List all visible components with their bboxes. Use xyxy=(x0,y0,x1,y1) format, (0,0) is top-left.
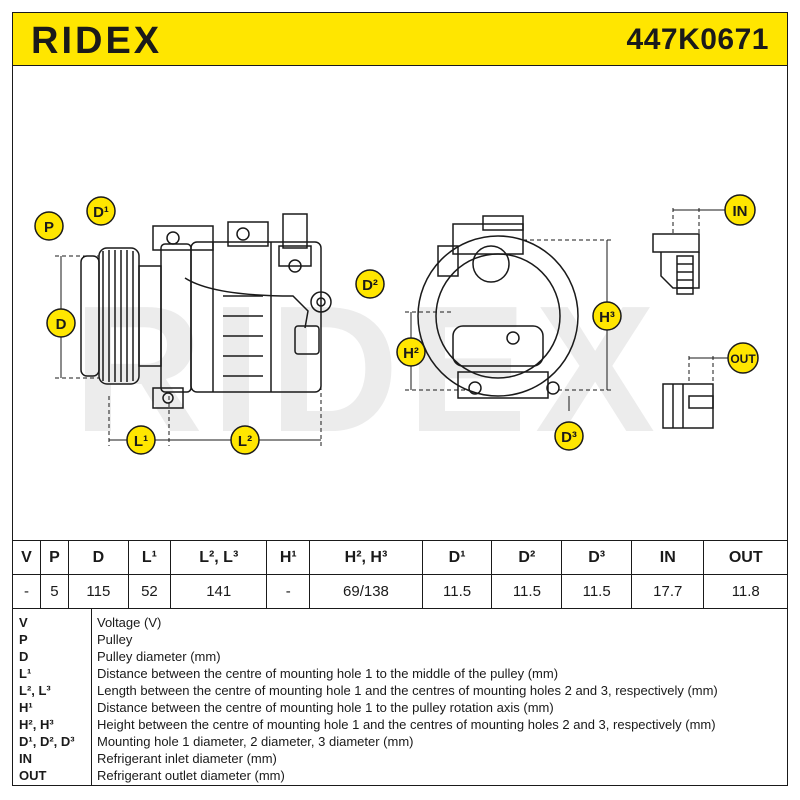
legend-code: H², H³ xyxy=(19,717,54,732)
svg-text:OUT: OUT xyxy=(730,352,756,366)
legend-code: OUT xyxy=(19,768,47,783)
label-d: D xyxy=(46,308,76,338)
label-d3: D³ xyxy=(554,421,584,451)
spec-value-row: - 5 115 52 141 - 69/138 11.5 11.5 11.5 1… xyxy=(12,574,788,609)
legend-description: Distance between the centre of mounting … xyxy=(97,700,554,715)
legend-code: L², L³ xyxy=(19,683,51,698)
inlet-port-detail xyxy=(652,208,725,295)
label-d2: D² xyxy=(355,269,385,299)
spec-value-cell: 11.8 xyxy=(703,574,788,609)
legend-code: V xyxy=(19,615,28,630)
legend-code: D xyxy=(19,649,29,664)
ridex-logo: RIDEX xyxy=(31,21,162,59)
spec-value-cell: 52 xyxy=(127,574,172,609)
spec-header-cell: OUT xyxy=(703,540,788,575)
label-h2: H² xyxy=(396,337,426,367)
svg-text:P: P xyxy=(44,219,54,236)
spec-value-cell: 69/138 xyxy=(309,574,423,609)
compressor-rear-view xyxy=(405,215,613,411)
legend-description: Voltage (V) xyxy=(97,615,162,630)
svg-text:L¹: L¹ xyxy=(134,433,148,450)
label-d1: D¹ xyxy=(86,196,116,226)
spec-value-cell: 11.5 xyxy=(421,574,493,609)
spec-value-cell: - xyxy=(266,574,311,609)
label-l1: L¹ xyxy=(126,425,156,455)
legend-description: Refrigerant inlet diameter (mm) xyxy=(97,751,277,766)
spec-value-cell: 11.5 xyxy=(491,574,563,609)
header-bar: RIDEX 447K0671 xyxy=(12,12,788,66)
spec-table: V P D L¹ L², L³ H¹ H², H³ D¹ D² D³ IN OU… xyxy=(12,540,788,609)
spec-header-cell: P xyxy=(39,540,69,575)
spec-header-cell: D³ xyxy=(561,540,633,575)
spec-header-cell: D² xyxy=(491,540,563,575)
legend-code: D¹, D², D³ xyxy=(19,734,75,749)
spec-value-cell: 5 xyxy=(39,574,69,609)
legend-description: Distance between the centre of mounting … xyxy=(97,666,559,681)
legend-description: Pulley diameter (mm) xyxy=(97,649,221,664)
spec-header-cell: IN xyxy=(631,540,705,575)
spec-value-cell: 115 xyxy=(67,574,129,609)
legend-description: Length between the centre of mounting ho… xyxy=(97,683,718,698)
spec-header-cell: D¹ xyxy=(421,540,493,575)
label-out: OUT xyxy=(727,342,759,374)
pulley-face xyxy=(80,255,100,377)
legend-description: Height between the centre of mounting ho… xyxy=(97,717,716,732)
svg-text:H²: H² xyxy=(403,345,419,362)
svg-text:IN: IN xyxy=(733,203,748,220)
compressor-drawing: P D¹ D D² L¹ L² xyxy=(34,194,759,455)
svg-text:D¹: D¹ xyxy=(93,204,109,221)
spec-header-cell: L², L³ xyxy=(170,540,268,575)
spec-value-cell: - xyxy=(12,574,41,609)
legend-code: IN xyxy=(19,751,32,766)
spec-header-cell: H², H³ xyxy=(309,540,423,575)
legend-code: L¹ xyxy=(19,666,32,681)
legend-code: H¹ xyxy=(19,700,33,715)
spec-value-cell: 11.5 xyxy=(561,574,633,609)
legend-description: Refrigerant outlet diameter (mm) xyxy=(97,768,285,783)
legend-code: P xyxy=(19,632,28,647)
label-in: IN xyxy=(724,194,756,226)
spec-value-cell: 17.7 xyxy=(631,574,705,609)
legend-description: Pulley xyxy=(97,632,133,647)
label-p: P xyxy=(34,211,64,241)
legend-box: V Voltage (V) P Pulley D Pulley diameter… xyxy=(12,608,788,786)
svg-text:H³: H³ xyxy=(599,309,615,326)
svg-text:D: D xyxy=(56,316,67,333)
outlet-port-detail xyxy=(662,356,729,429)
spec-header-cell: V xyxy=(12,540,41,575)
spec-value-cell: 141 xyxy=(170,574,268,609)
brand-text: RIDEX xyxy=(31,21,162,59)
spec-header-cell: L¹ xyxy=(127,540,172,575)
spec-header-cell: D xyxy=(67,540,129,575)
svg-text:D³: D³ xyxy=(561,429,577,446)
spec-header-row: V P D L¹ L², L³ H¹ H², H³ D¹ D² D³ IN OU… xyxy=(12,540,788,575)
svg-text:D²: D² xyxy=(362,277,378,294)
technical-drawing-area: RIDEX xyxy=(12,66,788,540)
legend-divider xyxy=(91,608,92,785)
svg-text:L²: L² xyxy=(238,433,252,450)
spec-header-cell: H¹ xyxy=(266,540,311,575)
part-number: 447K0671 xyxy=(626,23,769,56)
rear-housing xyxy=(417,235,579,397)
compressor-side-view xyxy=(55,213,332,446)
label-l2: L² xyxy=(230,425,260,455)
label-h3: H³ xyxy=(592,301,622,331)
legend-description: Mounting hole 1 diameter, 2 diameter, 3 … xyxy=(97,734,414,749)
